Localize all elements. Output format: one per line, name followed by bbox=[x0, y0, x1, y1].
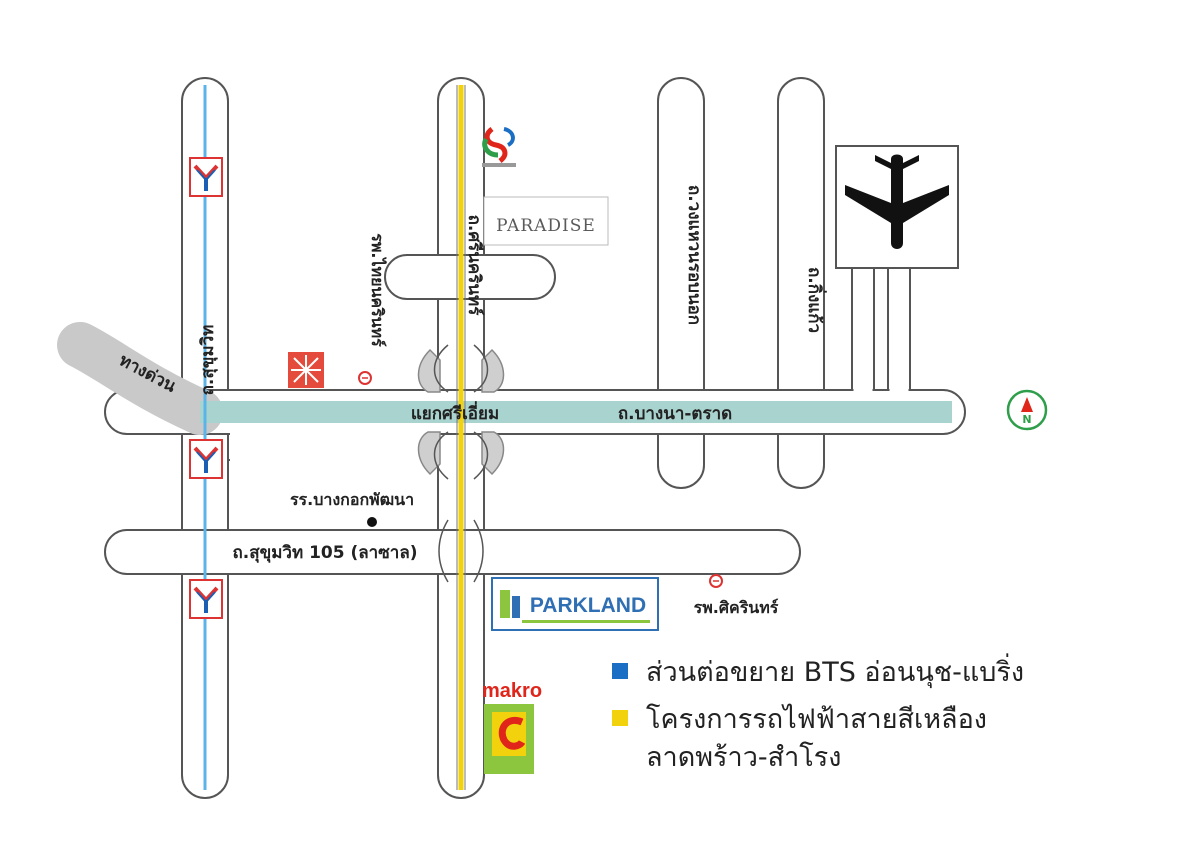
landmark-building-icon bbox=[288, 352, 324, 388]
label-srinakarin: ถ.ศรีนครินทร์ bbox=[464, 215, 485, 317]
label-sukhumvit: ถ.สุขุมวิท bbox=[198, 325, 218, 396]
makro-logo bbox=[484, 704, 534, 774]
paradise-logo: PARADISE bbox=[483, 196, 609, 246]
si-iam-interchange bbox=[417, 348, 505, 476]
label-school: รร.บางกอกพัฒนา bbox=[290, 490, 414, 509]
label-thainakarin-hospital: รพ.ไทยนครินทร์ bbox=[368, 233, 387, 347]
legend-label-yellow: โครงการรถไฟฟ้าสายสีเหลือง bbox=[646, 704, 987, 735]
road-kanchanaphisek bbox=[657, 77, 705, 489]
svg-text:N: N bbox=[1022, 413, 1031, 426]
parkland-logo-text: PARKLAND bbox=[530, 594, 646, 617]
north-compass-icon: N bbox=[1006, 389, 1048, 431]
label-bangna-trad: ถ.บางนา-ตราด bbox=[618, 404, 732, 424]
label-junction: แยกศรีเอี่ยม bbox=[411, 401, 499, 424]
legend-swatch-bts bbox=[612, 663, 628, 679]
bangna-trad-band bbox=[200, 401, 952, 423]
airplane-icon bbox=[845, 154, 949, 249]
bts-station-icon bbox=[189, 579, 223, 619]
label-sukhumvit-105: ถ.สุขุมวิท 105 (ลาซาล) bbox=[232, 543, 417, 563]
label-kanchanaphisek: ถ.วงแหวนรอบนอก bbox=[684, 185, 704, 325]
label-king-kaeo: ถ.กิ่งแก้ว bbox=[804, 267, 827, 333]
label-sikarin-hospital: รพ.ศิครินทร์ bbox=[694, 598, 779, 617]
road-king-kaeo bbox=[777, 77, 825, 489]
hospital-icon bbox=[358, 371, 372, 385]
expressway bbox=[57, 322, 223, 435]
bts-station-icon bbox=[189, 157, 223, 197]
bts-station-icon bbox=[189, 439, 223, 479]
legend-label-bts: ส่วนต่อขยาย BTS อ่อนนุช-แบริ่ง bbox=[646, 653, 1024, 689]
interchange-curves bbox=[433, 344, 489, 583]
parkland-logo: PARKLAND bbox=[491, 577, 659, 631]
hospital-icon bbox=[709, 574, 723, 588]
makro-logo-text: makro bbox=[482, 680, 542, 702]
legend-swatch-yellow bbox=[612, 710, 628, 726]
yellow-line bbox=[456, 85, 466, 790]
legend: ส่วนต่อขยาย BTS อ่อนนุช-แบริ่ง โครงการรถ… bbox=[612, 653, 1024, 773]
legend-label-yellow-2: ลาดพร้าว-สำโรง bbox=[646, 742, 841, 773]
school-marker bbox=[367, 517, 377, 527]
airport-sign bbox=[835, 145, 959, 269]
paradise-logo-text: PARADISE bbox=[496, 216, 596, 236]
seacon-square-logo bbox=[482, 127, 516, 167]
